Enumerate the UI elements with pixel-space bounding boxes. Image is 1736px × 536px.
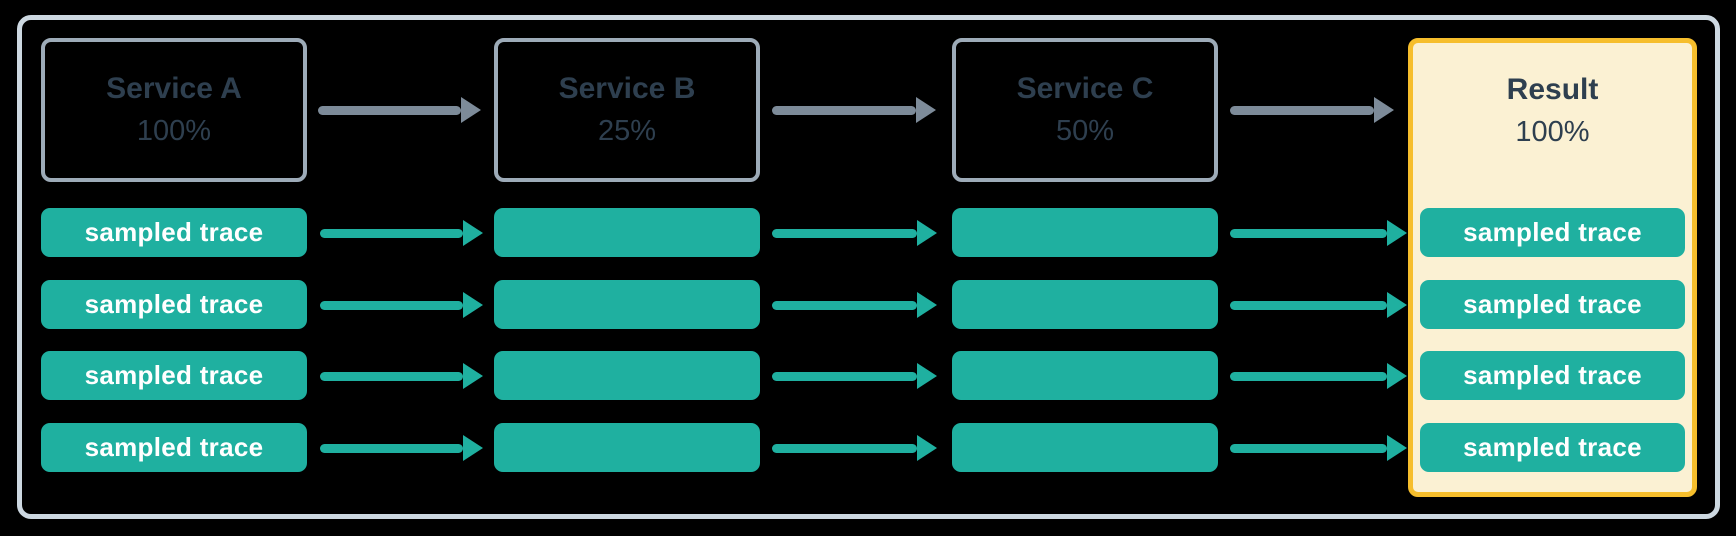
sampled-trace-label: sampled trace bbox=[84, 432, 264, 462]
flow-arrow-icon bbox=[1230, 292, 1407, 318]
arrow-shaft bbox=[772, 228, 917, 238]
sampled-trace-bar: sampled trace bbox=[1420, 280, 1685, 329]
result-title: Result bbox=[1506, 73, 1599, 106]
sampled-trace-label: sampled trace bbox=[1463, 217, 1642, 247]
arrow-shaft bbox=[772, 105, 916, 115]
service-a-rate: 100% bbox=[136, 115, 212, 147]
flow-arrow-icon bbox=[318, 97, 481, 123]
flow-arrow-icon bbox=[1230, 220, 1407, 246]
arrow-shaft bbox=[320, 300, 463, 310]
sampled-trace-label: sampled trace bbox=[1463, 360, 1642, 390]
flow-arrow-icon bbox=[772, 363, 937, 389]
arrow-shaft bbox=[772, 443, 917, 453]
sampled-trace-bar: sampled trace bbox=[41, 423, 307, 472]
flow-arrow-icon bbox=[772, 97, 936, 123]
service-c-box: Service C 50% bbox=[952, 38, 1218, 182]
flow-arrow-icon bbox=[1230, 363, 1407, 389]
result-box: Result 100% bbox=[1408, 38, 1697, 497]
service-b-title: Service B bbox=[558, 72, 696, 105]
arrow-head bbox=[463, 363, 483, 389]
service-c-title: Service C bbox=[1016, 72, 1154, 105]
sampled-trace-bar: sampled trace bbox=[1420, 351, 1685, 400]
flow-arrow-icon bbox=[1230, 435, 1407, 461]
arrow-head bbox=[917, 292, 937, 318]
arrow-head bbox=[1387, 435, 1407, 461]
flow-arrow-icon bbox=[772, 220, 937, 246]
arrow-shaft bbox=[1230, 105, 1374, 115]
sampled-trace-bar: sampled trace bbox=[1420, 423, 1685, 472]
sampled-trace-label: sampled trace bbox=[1463, 432, 1642, 462]
service-a-box: Service A 100% bbox=[41, 38, 307, 182]
flow-arrow-icon bbox=[772, 435, 937, 461]
sampled-trace-bar bbox=[494, 351, 760, 400]
arrow-shaft bbox=[772, 300, 917, 310]
sampled-trace-bar: sampled trace bbox=[41, 280, 307, 329]
arrow-head bbox=[463, 220, 483, 246]
sampled-trace-bar: sampled trace bbox=[41, 351, 307, 400]
service-c-rate: 50% bbox=[1055, 115, 1115, 147]
arrow-head bbox=[1387, 292, 1407, 318]
arrow-shaft bbox=[320, 371, 463, 381]
arrow-head bbox=[1387, 363, 1407, 389]
arrow-shaft bbox=[320, 443, 463, 453]
sampled-trace-bar bbox=[952, 351, 1218, 400]
sampled-trace-bar bbox=[952, 208, 1218, 257]
sampled-trace-bar bbox=[494, 423, 760, 472]
sampled-trace-bar: sampled trace bbox=[41, 208, 307, 257]
arrow-head bbox=[917, 220, 937, 246]
sampled-trace-label: sampled trace bbox=[84, 360, 264, 390]
flow-arrow-icon bbox=[772, 292, 937, 318]
arrow-head bbox=[1374, 97, 1394, 123]
flow-arrow-icon bbox=[320, 363, 483, 389]
arrow-shaft bbox=[1230, 300, 1387, 310]
arrow-head bbox=[463, 435, 483, 461]
arrow-head bbox=[916, 97, 936, 123]
result-header: Result 100% bbox=[1413, 43, 1692, 179]
flow-arrow-icon bbox=[1230, 97, 1394, 123]
arrow-head bbox=[1387, 220, 1407, 246]
arrow-shaft bbox=[772, 371, 917, 381]
arrow-head bbox=[463, 292, 483, 318]
diagram-frame bbox=[17, 15, 1720, 519]
arrow-head bbox=[917, 435, 937, 461]
service-a-title: Service A bbox=[106, 72, 242, 105]
service-b-rate: 25% bbox=[597, 115, 657, 147]
sampled-trace-label: sampled trace bbox=[1463, 289, 1642, 319]
sampled-trace-bar bbox=[952, 280, 1218, 329]
arrow-shaft bbox=[320, 228, 463, 238]
arrow-shaft bbox=[318, 105, 461, 115]
flow-arrow-icon bbox=[320, 435, 483, 461]
sampled-trace-bar bbox=[494, 208, 760, 257]
sampled-trace-bar bbox=[494, 280, 760, 329]
service-b-box: Service B 25% bbox=[494, 38, 760, 182]
sampled-trace-bar bbox=[952, 423, 1218, 472]
arrow-shaft bbox=[1230, 371, 1387, 381]
sampled-trace-label: sampled trace bbox=[84, 289, 264, 319]
sampled-trace-bar: sampled trace bbox=[1420, 208, 1685, 257]
arrow-shaft bbox=[1230, 443, 1387, 453]
flow-arrow-icon bbox=[320, 292, 483, 318]
result-rate: 100% bbox=[1515, 116, 1590, 148]
arrow-head bbox=[461, 97, 481, 123]
arrow-shaft bbox=[1230, 228, 1387, 238]
flow-arrow-icon bbox=[320, 220, 483, 246]
arrow-head bbox=[917, 363, 937, 389]
sampled-trace-label: sampled trace bbox=[84, 217, 264, 247]
